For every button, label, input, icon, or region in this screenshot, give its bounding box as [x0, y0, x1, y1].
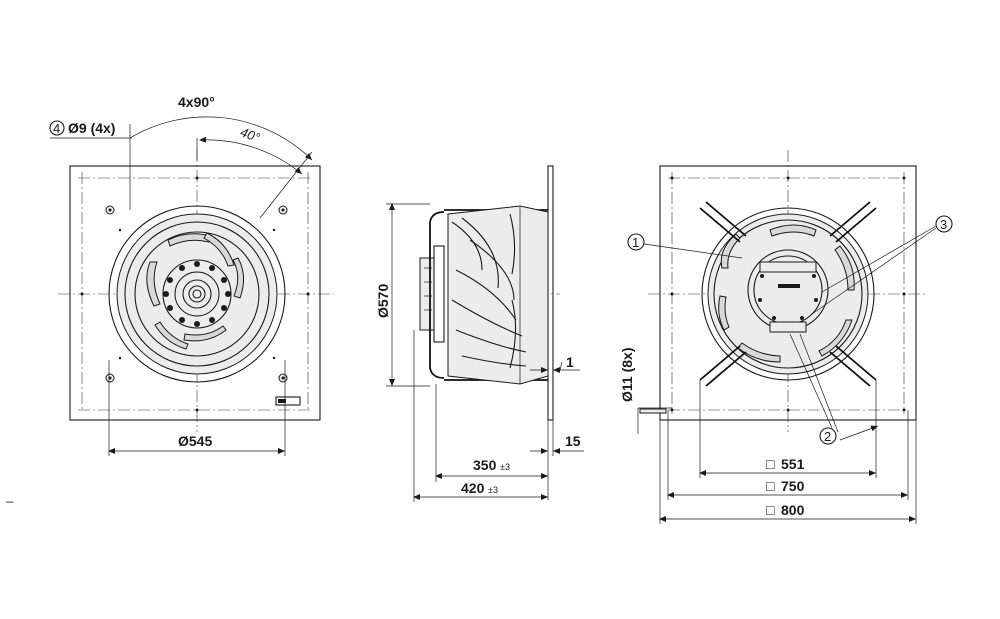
side-motor	[419, 257, 435, 331]
front-impeller-blades	[146, 232, 244, 350]
front-hole-label: Ø9 (4x)	[68, 120, 115, 136]
rear-dim-800-symbol: □	[766, 502, 775, 518]
rear-callout-2: 2	[824, 429, 831, 444]
front-angle-arc-4x90	[129, 116, 313, 161]
front-angle-pattern-label: 4x90°	[178, 94, 215, 110]
side-impeller	[447, 205, 549, 385]
rear-dim-551-label: 551	[781, 456, 805, 472]
side-depth-long-tol: ±3	[488, 485, 498, 495]
front-angle-arc-40	[199, 136, 303, 175]
rear-dim-800-label: 800	[781, 502, 805, 518]
front-callout-4-circle	[49, 120, 65, 136]
rear-dim-750-label: 750	[781, 478, 805, 494]
rear-dim-551-symbol: □	[766, 456, 775, 472]
front-callout-4: 4	[53, 121, 60, 136]
front-view: 4x90° 40° 4 Ø9 (4x) Ø545	[49, 94, 334, 456]
front-diameter-label: Ø545	[178, 433, 212, 449]
side-diameter-label: Ø570	[375, 284, 391, 318]
rear-dim-750-symbol: □	[766, 478, 775, 494]
side-view: Ø570 1 15 350 ±3 420 ±3	[375, 165, 584, 502]
rear-support-struts	[699, 201, 877, 387]
front-type-label	[275, 396, 301, 406]
rear-impeller-blades	[718, 224, 855, 363]
side-depth-short-tol: ±3	[500, 462, 510, 472]
side-impeller-blades	[451, 213, 527, 369]
side-support-frame	[429, 211, 445, 379]
rear-callout-2-circle	[819, 427, 837, 445]
side-depth-short-label: 350	[473, 457, 497, 473]
side-mounting-plate	[547, 165, 554, 421]
rear-view: 1 3 2 Ø11 (8x) □ 551 □ 750 □	[619, 150, 953, 524]
rear-callout-3: 3	[940, 217, 947, 232]
side-depth-long-label: 420	[461, 480, 485, 496]
rear-impeller-outer	[701, 207, 875, 381]
side-gap-label: 1	[566, 354, 574, 370]
page-mark: _	[5, 488, 14, 503]
front-angle-offset-label: 40°	[238, 124, 262, 145]
rear-mounting-holes	[670, 176, 906, 412]
rear-callout-1-circle	[627, 233, 645, 251]
rear-callout-1: 1	[632, 235, 639, 250]
front-hub-bolts	[163, 261, 231, 327]
side-plate-thickness-label: 15	[565, 433, 581, 449]
rear-motor-logo	[778, 284, 800, 288]
front-inlet-ring	[108, 205, 286, 383]
front-mounting-plate	[69, 165, 321, 421]
rear-motor-terminal	[759, 261, 817, 273]
rear-hole-label: Ø11 (8x)	[619, 348, 635, 402]
rear-callout-3-circle	[935, 215, 953, 233]
